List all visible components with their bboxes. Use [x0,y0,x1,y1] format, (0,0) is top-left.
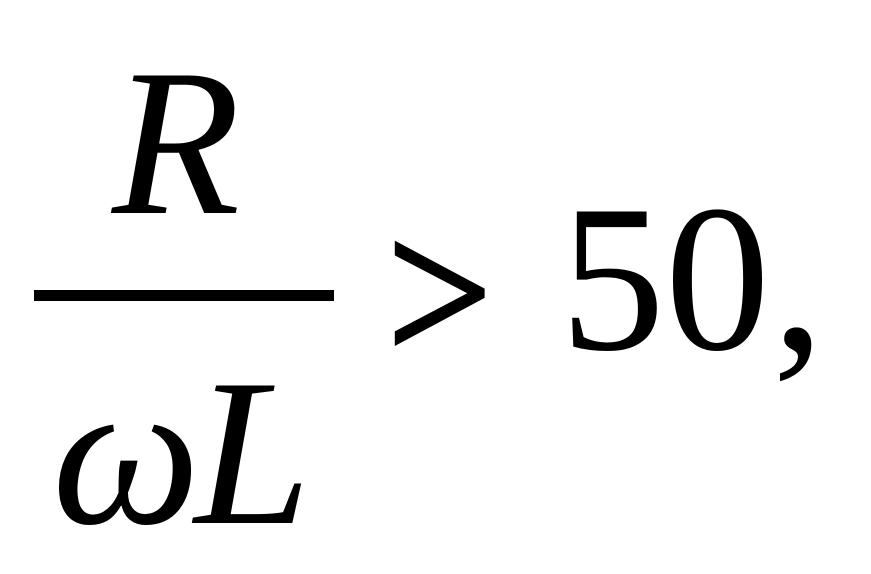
greater-than-sign: > [385,177,496,409]
comparison-value: 50 [560,163,770,395]
trailing-comma: , [772,163,825,395]
fraction-bar [34,290,334,301]
fraction-numerator: R [112,27,241,259]
fraction-denominator: ωL [52,337,311,569]
